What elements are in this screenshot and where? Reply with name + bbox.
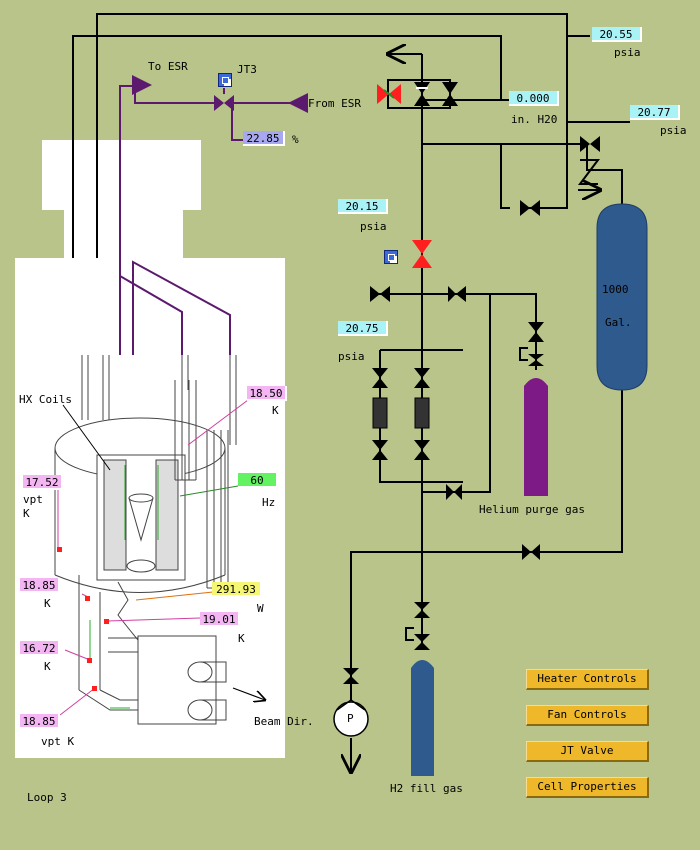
fan-hz-display: 60	[238, 473, 278, 488]
from-esr-label: From ESR	[308, 97, 361, 110]
valve-purge-bottle-2	[528, 354, 544, 366]
helium-purge-label: Helium purge gas	[479, 503, 585, 516]
pressure-mid-display: 20.15	[338, 199, 388, 214]
regulator-h2	[405, 627, 414, 641]
valve-h2-fill	[414, 602, 430, 618]
pump-label: P	[347, 712, 354, 725]
temp-vpt1-display: 17.52	[23, 475, 63, 490]
regulator-purge	[519, 347, 528, 361]
temp-1850-display: 18.50	[247, 386, 287, 401]
valve-filter-b-top	[414, 368, 430, 388]
pressure-mid-unit: psia	[360, 220, 387, 233]
pressure-tank-display: 20.77	[630, 105, 680, 120]
valve-dp-bypass	[520, 200, 540, 216]
jt3-percent-display: 22.85	[243, 131, 285, 146]
target-cell-drawing	[54, 355, 237, 725]
dp-display: 0.000	[509, 91, 559, 106]
hx-coils-label: HX Coils	[19, 393, 72, 406]
h2-fill-label: H2 fill gas	[390, 782, 463, 795]
loop-label: Loop 3	[27, 791, 67, 804]
valve-filter-b-bottom	[414, 440, 430, 460]
tank-volume: 1000	[602, 283, 629, 296]
jt-valve-button[interactable]: JT Valve	[526, 741, 649, 762]
leader-lines	[57, 399, 249, 716]
esr-lines	[119, 85, 300, 355]
valve-tank-inlet	[580, 136, 600, 152]
heater-power-unit: W	[257, 602, 264, 615]
beam-dir-label: Beam Dir.	[254, 715, 314, 728]
filter-a	[372, 397, 388, 429]
valve-top-bypass-2	[442, 82, 458, 106]
filter-b	[414, 397, 430, 429]
sensor-markers	[57, 547, 109, 691]
pressure-top-display: 20.55	[592, 27, 642, 42]
temp-vpt2-display: 18.85	[20, 714, 60, 729]
h2-fill-bottle	[411, 660, 434, 776]
temp-1672-display: 16.72	[20, 641, 60, 656]
valve-left-isolation	[370, 286, 390, 302]
jt3-valve	[214, 95, 234, 111]
dp-unit: in. H20	[511, 113, 558, 126]
flow-arrows	[89, 465, 159, 709]
cell-properties-button[interactable]: Cell Properties	[526, 777, 649, 798]
valve-purge-return	[446, 484, 462, 500]
temp-vpt1-label: vpt	[23, 493, 43, 506]
pressure-tank-unit: psia	[660, 124, 687, 137]
fan-controls-button[interactable]: Fan Controls	[526, 705, 649, 726]
valve-h2-bottle	[414, 634, 430, 650]
pressure-low-display: 20.75	[338, 321, 388, 336]
helium-purge-bottle	[524, 378, 548, 496]
heater-controls-button[interactable]: Heater Controls	[526, 669, 649, 690]
temp-1885-unit: K	[44, 597, 51, 610]
temp-1672-unit: K	[44, 660, 51, 673]
temp-1850-unit: K	[272, 404, 279, 417]
temp-1901-unit: K	[238, 632, 245, 645]
beam-direction-arrow	[232, 687, 265, 700]
check-valve-symbol	[578, 159, 600, 185]
pressure-top-unit: psia	[614, 46, 641, 59]
jt3-label: JT3	[237, 63, 257, 76]
to-esr-label: To ESR	[148, 60, 188, 73]
valve-tank-outlet	[522, 544, 540, 560]
temp-1901-display: 19.01	[200, 612, 240, 627]
actuated-valves	[377, 84, 432, 268]
jt3-control-icon[interactable]	[218, 73, 232, 87]
temp-1885-display: 18.85	[20, 578, 60, 593]
process-piping	[72, 13, 630, 770]
red-valve-mid	[412, 240, 432, 268]
valve-pump-inlet	[343, 668, 359, 684]
valves	[343, 82, 600, 684]
tank-unit: Gal.	[605, 316, 632, 329]
valve-purge-line	[448, 286, 466, 302]
temp-vpt2-unit: vpt K	[41, 735, 75, 748]
valve-purge-bottle	[528, 322, 544, 342]
pump	[333, 699, 369, 737]
valve-top-bypass-1	[414, 82, 430, 106]
valve-filter-a-bottom	[372, 440, 388, 460]
fan-hz-unit: Hz	[262, 496, 276, 509]
heater-power-display: 291.93	[212, 582, 262, 597]
storage-tank	[596, 203, 648, 391]
valve-control-icon[interactable]	[384, 250, 398, 264]
pressure-low-unit: psia	[338, 350, 365, 363]
jt3-percent-unit: %	[292, 133, 299, 146]
valve-filter-a-top	[372, 368, 388, 388]
temp-vpt1-unit: K	[23, 507, 30, 520]
cryostat-housing	[15, 140, 285, 758]
